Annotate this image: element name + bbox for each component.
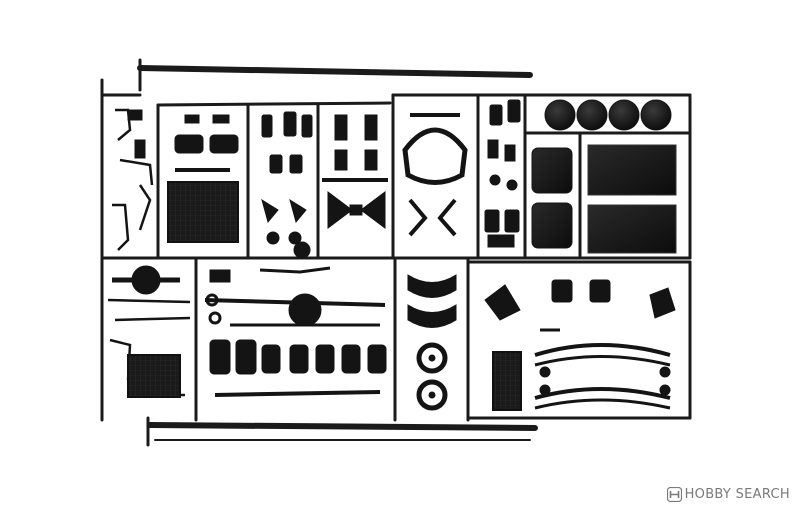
watermark-text: HOBBY SEARCH <box>684 487 790 502</box>
parts <box>107 99 677 411</box>
hobby-search-logo-icon <box>666 486 682 503</box>
watermark: HOBBY SEARCH <box>666 486 790 503</box>
sprue-frame <box>100 58 692 447</box>
